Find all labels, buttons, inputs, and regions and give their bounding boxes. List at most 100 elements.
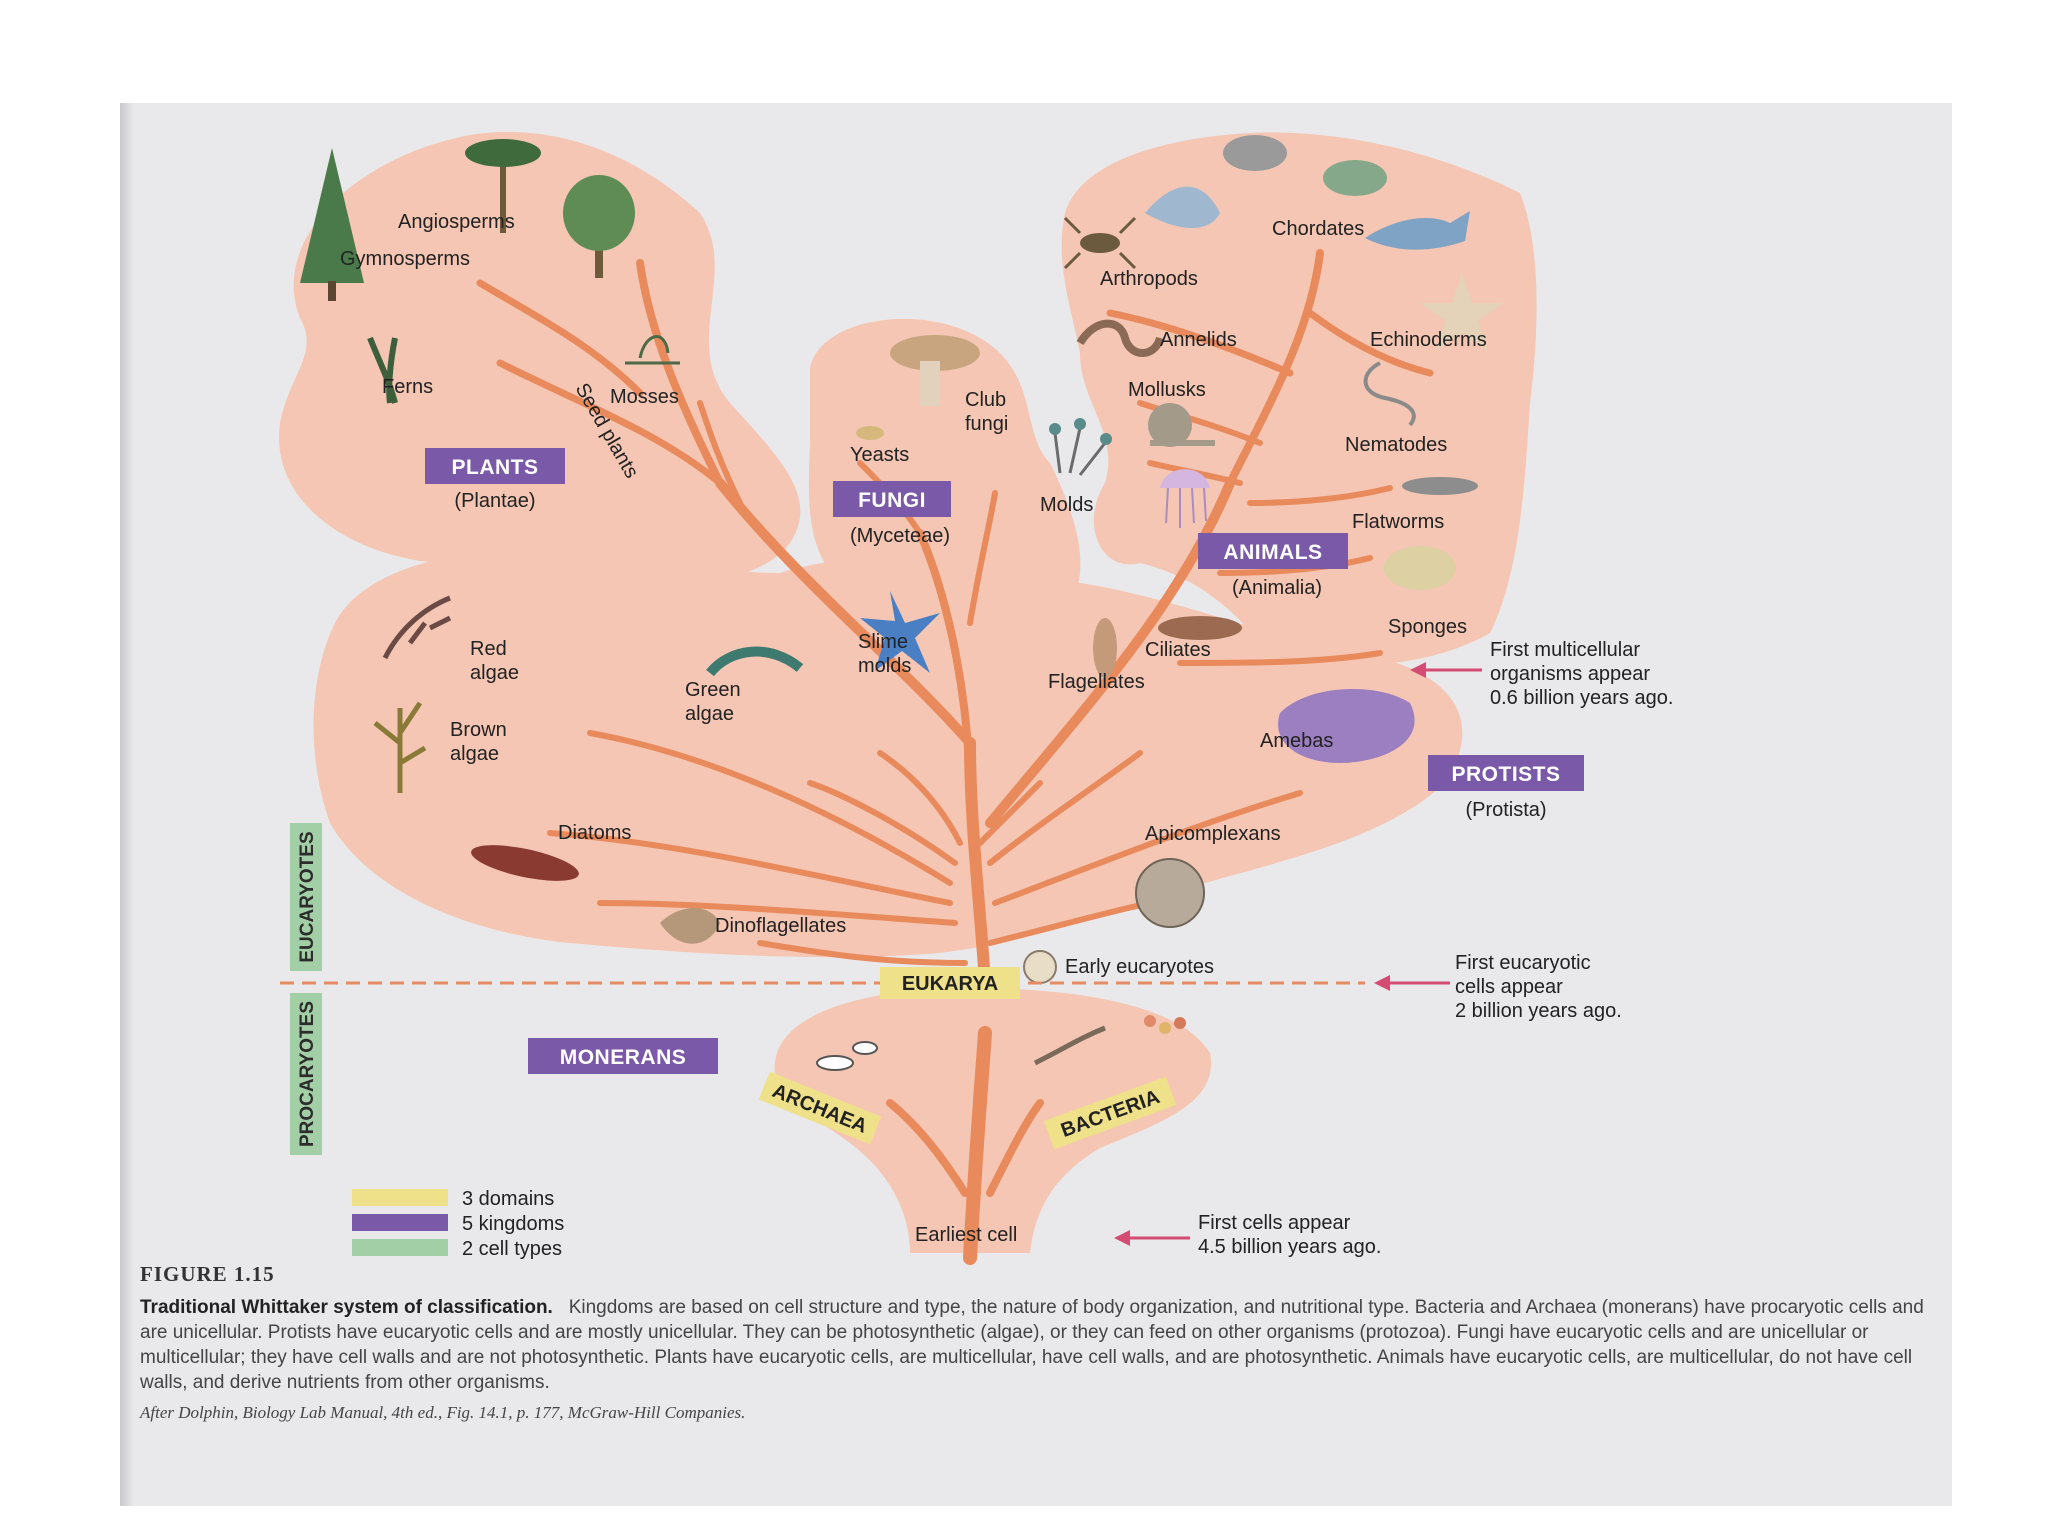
nematodes-label: Nematodes [1345,434,1447,456]
oak-tree-icon [563,175,635,278]
nematode-branch [1247,485,1393,506]
ciliates-label: Ciliates [1145,639,1211,661]
first-cells-note-line-1: First cells appear [1198,1212,1351,1234]
procaryotes-label: PROCARYOTES [297,1001,318,1147]
diatom-icon [471,845,579,881]
insect-icon [1063,216,1137,270]
plants-kingdom-box: PLANTS [425,448,565,484]
green-algae-label-2: algae [685,703,734,725]
legend-cell-types: 2 cell types [352,1238,562,1260]
monerans-region [774,988,1212,1253]
legend-kingdoms-label: 5 kingdoms [462,1213,564,1235]
first-cells-note-line-2: 4.5 billion years ago. [1198,1236,1381,1258]
jellyfish-icon [1160,469,1210,528]
archaea-branch [886,1099,969,1197]
flatworms-label: Flatworms [1352,511,1444,533]
caption-text: Kingdoms are based on cell structure and… [140,1297,1924,1393]
bacteria-cells-icon [1033,1015,1186,1066]
apicomplexans-label: Apicomplexans [1145,823,1281,845]
mushroom-icon [890,335,980,406]
dinoflagellates-label: Dinoflagellates [715,915,846,937]
chordates-label: Chordates [1272,218,1364,240]
amebas-label: Amebas [1260,730,1333,752]
annelid-branch [1137,400,1263,446]
region-shapes [279,132,1537,1253]
animals-region [1061,132,1537,665]
moss-branch [697,400,743,506]
eucaryotes-label: EUCARYOTES [297,831,318,962]
angiosperms-label: Angiosperms [398,211,515,233]
eukarya-domain-name: EUKARYA [902,973,998,995]
figure-number: FIGURE 1.15 [140,1262,275,1286]
gymnosperms-label: Gymnosperms [340,248,470,270]
red-algae-label-1: Red [470,638,507,660]
green-algae-label-1: Green [685,679,741,701]
fern-branch [496,359,724,487]
cell-type-labels: EUCARYOTES PROCARYOTES [290,823,322,1155]
slime-mold-icon [860,591,940,673]
nematode-icon [1363,361,1416,427]
plants-kingdom-name: PLANTS [452,456,539,479]
animals-kingdom-box: ANIMALS [1198,533,1348,569]
eucaryotic-note-line-3: 2 billion years ago. [1455,1000,1622,1022]
flagellate-icon [1093,618,1117,678]
ciliate-branch [987,750,1143,866]
red-algae-branch [587,730,953,886]
caption-title: Traditional Whittaker system of classifi… [140,1297,553,1318]
multicellular-note-line-2: organisms appear [1490,663,1650,685]
plants-region [279,132,801,583]
moss-icon [625,335,680,365]
protists-latin-name: (Protista) [1465,799,1546,821]
mollusks-label: Mollusks [1128,379,1206,401]
frog-icon [1323,160,1387,196]
protists-kingdom-name: PROTISTS [1451,763,1560,786]
milestone-multicellular: First multicellular organisms appear 0.6… [1410,639,1673,709]
animals-main-branch [985,478,1235,828]
flagellate-branch [977,780,1043,846]
slime-mold-branch [877,750,963,846]
fungi-latin-name: (Myceteae) [850,525,950,547]
brown-algae-icon [373,701,427,793]
dinoflagellate-icon [660,908,720,944]
eukarya-domain-box: EUKARYA [880,967,1020,999]
mold-icon [1049,418,1112,476]
yeasts-label: Yeasts [850,444,909,466]
worm-icon [1076,319,1164,357]
fungi-region [808,318,1081,621]
club-fungi-label-1: Club [965,389,1006,411]
monerans-kingdom-box: MONERANS [528,1038,718,1074]
snail-icon [1148,403,1215,447]
fungi-branch [916,529,974,807]
sponge-icon [1384,546,1456,590]
group-labels: Angiosperms Gymnosperms Ferns Mosses See… [340,211,1487,1246]
bird-icon [1145,186,1220,228]
milestone-eucaryotic: First eucaryotic cells appear 2 billion … [1374,952,1622,1022]
pine-tree-icon [300,148,364,301]
ferns-label: Ferns [382,376,433,398]
red-algae-icon [382,595,452,660]
eucaryotic-note-line-1: First eucaryotic [1455,952,1591,974]
tree-branches [476,249,1434,1265]
figure-page: Angiosperms Gymnosperms Ferns Mosses See… [120,103,1952,1506]
plants-latin-name: (Plantae) [454,490,535,512]
gymnosperm-branch [476,279,644,397]
eucaryotes-cell-type: EUCARYOTES [290,823,322,971]
echinoderms-label: Echinoderms [1370,329,1487,351]
milestone-first-cells: First cells appear 4.5 billion years ago… [1114,1212,1381,1258]
legend-domains-label: 3 domains [462,1188,554,1210]
flatworm-icon [1402,477,1478,495]
legend-domains: 3 domains [352,1188,554,1210]
fungi-kingdom-name: FUNGI [858,489,926,512]
mid-branch [975,1100,985,1196]
arthropod-branch [1106,309,1294,377]
diatoms-label: Diatoms [558,822,631,844]
red-algae-label-2: algae [470,662,519,684]
monerans-kingdom-name: MONERANS [560,1046,687,1069]
brown-algae-branch [547,830,953,906]
dinoflagellate-branch [757,940,968,966]
echinoderm-branch [1306,309,1434,377]
brown-algae-label-2: algae [450,743,499,765]
multicellular-note-line-3: 0.6 billion years ago. [1490,687,1673,709]
slime-molds-label-2: molds [858,655,911,677]
brown-algae-label-1: Brown [450,719,507,741]
